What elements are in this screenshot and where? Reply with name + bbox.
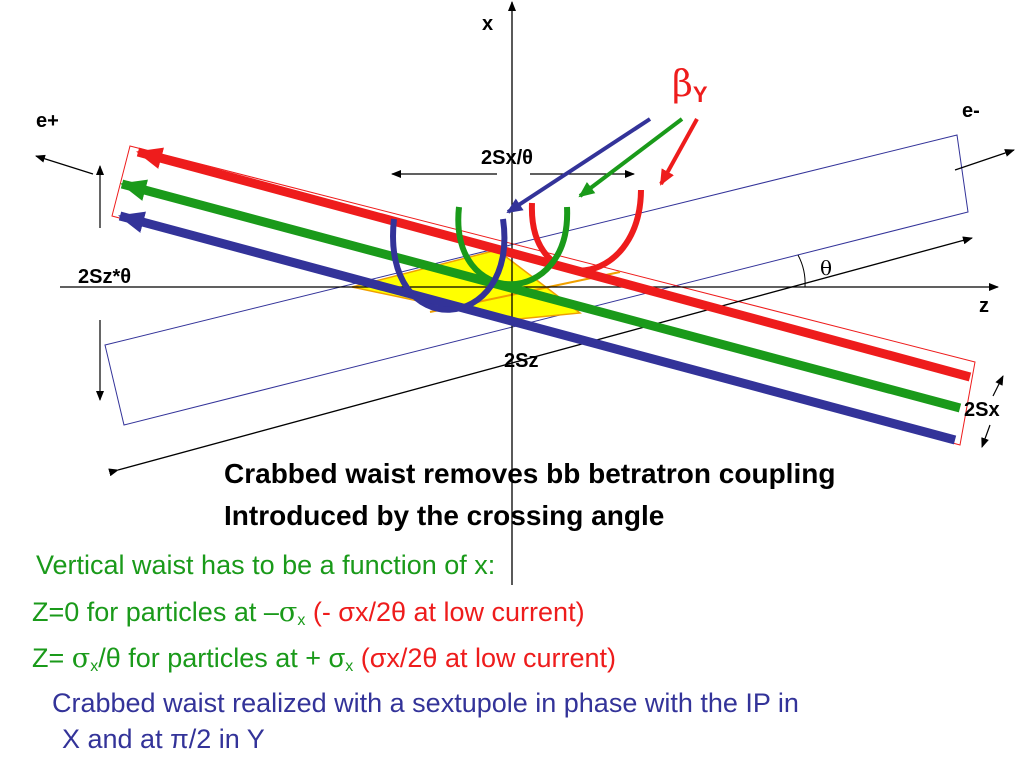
z-axis-label: z — [979, 295, 989, 317]
red-beta-pointer — [659, 118, 699, 186]
blue-beta-curve — [390, 218, 508, 313]
e-plus-label: e+ — [36, 110, 59, 132]
sigma-subscript: x — [297, 612, 306, 629]
green-beam-arrow — [120, 179, 962, 413]
sigma-symbol: σ — [71, 643, 91, 674]
note-line-4: Crabbed waist realized with a sextupole … — [52, 688, 799, 718]
tilted-axis — [108, 236, 973, 477]
sz-label: 2Sz — [504, 350, 538, 372]
sigma-subscript-2: x — [345, 658, 354, 675]
sx-over-theta-label: 2Sx/θ — [481, 147, 533, 169]
sigma-symbol: σ — [278, 597, 298, 628]
green-beta-pointer — [578, 117, 684, 198]
headline-line-2: Introduced by the crossing angle — [224, 500, 665, 531]
beta-y-label: βY — [672, 64, 708, 107]
x-axis-label: x — [482, 13, 493, 35]
beta-symbol: β — [672, 64, 693, 105]
beta-subscript: Y — [693, 82, 708, 107]
sz-theta-label: 2Sz*θ — [78, 266, 131, 288]
sx-label: 2Sx — [964, 399, 1000, 421]
sx-dim-upper — [992, 375, 1004, 397]
theta-arc — [797, 254, 806, 288]
note-line-2: Z=0 for particles at –σx (- σx/2θ at low… — [32, 597, 585, 630]
red-beta-curve — [528, 189, 644, 274]
sx-dim-lower — [981, 424, 991, 448]
note-line-2-prefix: Z=0 for particles at – — [32, 597, 279, 627]
blue-beta-pointer — [506, 117, 652, 214]
e-minus-direction-arrow — [954, 149, 1015, 171]
note-line-3: Z= σx/θ for particles at + σx (σx/2θ at … — [32, 643, 616, 676]
headline-line-1: Crabbed waist removes bb betratron coupl… — [224, 458, 836, 489]
theta-label: θ — [820, 256, 832, 280]
note-line-1: Vertical waist has to be a function of x… — [36, 550, 496, 580]
note-line-3-prefix: Z= — [32, 643, 72, 673]
note-line-3-mid: /θ for particles at + σ — [98, 643, 346, 673]
e-minus-label: e- — [962, 100, 980, 122]
e-plus-direction-arrow — [35, 154, 94, 175]
note-line-5: X and at π/2 in Y — [62, 724, 265, 754]
note-line-2-low-current: (- σx/2θ at low current) — [312, 597, 585, 627]
note-line-3-low-current: (σx/2θ at low current) — [360, 643, 616, 673]
blue-beam-arrow — [118, 211, 957, 445]
sigma-subscript: x — [90, 658, 99, 675]
green-beta-curve — [455, 206, 571, 288]
